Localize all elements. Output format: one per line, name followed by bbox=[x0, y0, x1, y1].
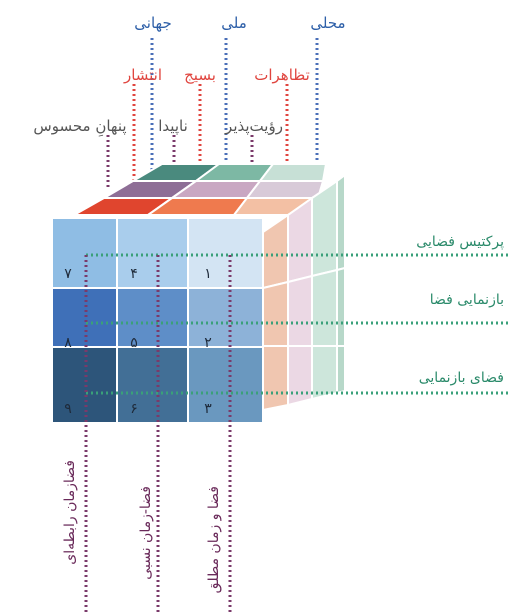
cell-number: ۸ bbox=[64, 335, 72, 351]
cube-cell bbox=[188, 218, 263, 288]
label-representation-of-space: بازنمایی فضا bbox=[430, 292, 504, 308]
label-absolute-space-time: فضا و زمان مطلق bbox=[206, 486, 222, 593]
cube-top-face bbox=[74, 164, 326, 215]
cube-cell bbox=[188, 347, 263, 423]
cell-number: ۱ bbox=[204, 266, 212, 282]
label-visible: رؤیت‌پذیر bbox=[224, 117, 283, 136]
label-national: ملی bbox=[221, 14, 247, 32]
cell-number: ۹ bbox=[64, 401, 72, 417]
label-invisible: ناپیدا bbox=[158, 117, 188, 136]
cell-number: ۴ bbox=[130, 266, 138, 282]
cube-cell bbox=[117, 218, 188, 288]
right-labels: پرکتیس فضایی بازنمایی فضا فضای بازنمایی bbox=[416, 234, 504, 386]
label-space-of-representation: فضای بازنمایی bbox=[419, 370, 504, 386]
label-spatial-practice: پرکتیس فضایی bbox=[416, 234, 504, 250]
cell-number: ۳ bbox=[204, 401, 212, 417]
cell-number: ۲ bbox=[204, 335, 212, 351]
cell-number: ۵ bbox=[130, 335, 138, 351]
label-hidden-perceptible: پنهانِ محسوس bbox=[33, 117, 126, 137]
label-demonstrations: تظاهرات bbox=[254, 66, 310, 84]
cube-cell bbox=[117, 347, 188, 423]
cell-number: ۷ bbox=[64, 266, 72, 282]
cube-cell bbox=[117, 288, 188, 347]
label-relative-space-time: فضا-زمان نسبی bbox=[138, 486, 154, 580]
cube-cell bbox=[188, 288, 263, 347]
label-relational-spacetime: فضازمان رابطه‌ای bbox=[62, 460, 78, 565]
label-global: جهانی bbox=[134, 14, 171, 32]
label-mobilization: بسیج bbox=[184, 66, 216, 84]
cell-number: ۶ bbox=[130, 401, 138, 417]
label-local: محلی bbox=[310, 14, 345, 32]
top-labels: محلی ملی جهانی تظاهرات بسیج انتشار رؤیت‌… bbox=[33, 14, 345, 137]
cube-cell bbox=[52, 218, 117, 288]
label-dissemination: انتشار bbox=[123, 66, 162, 84]
